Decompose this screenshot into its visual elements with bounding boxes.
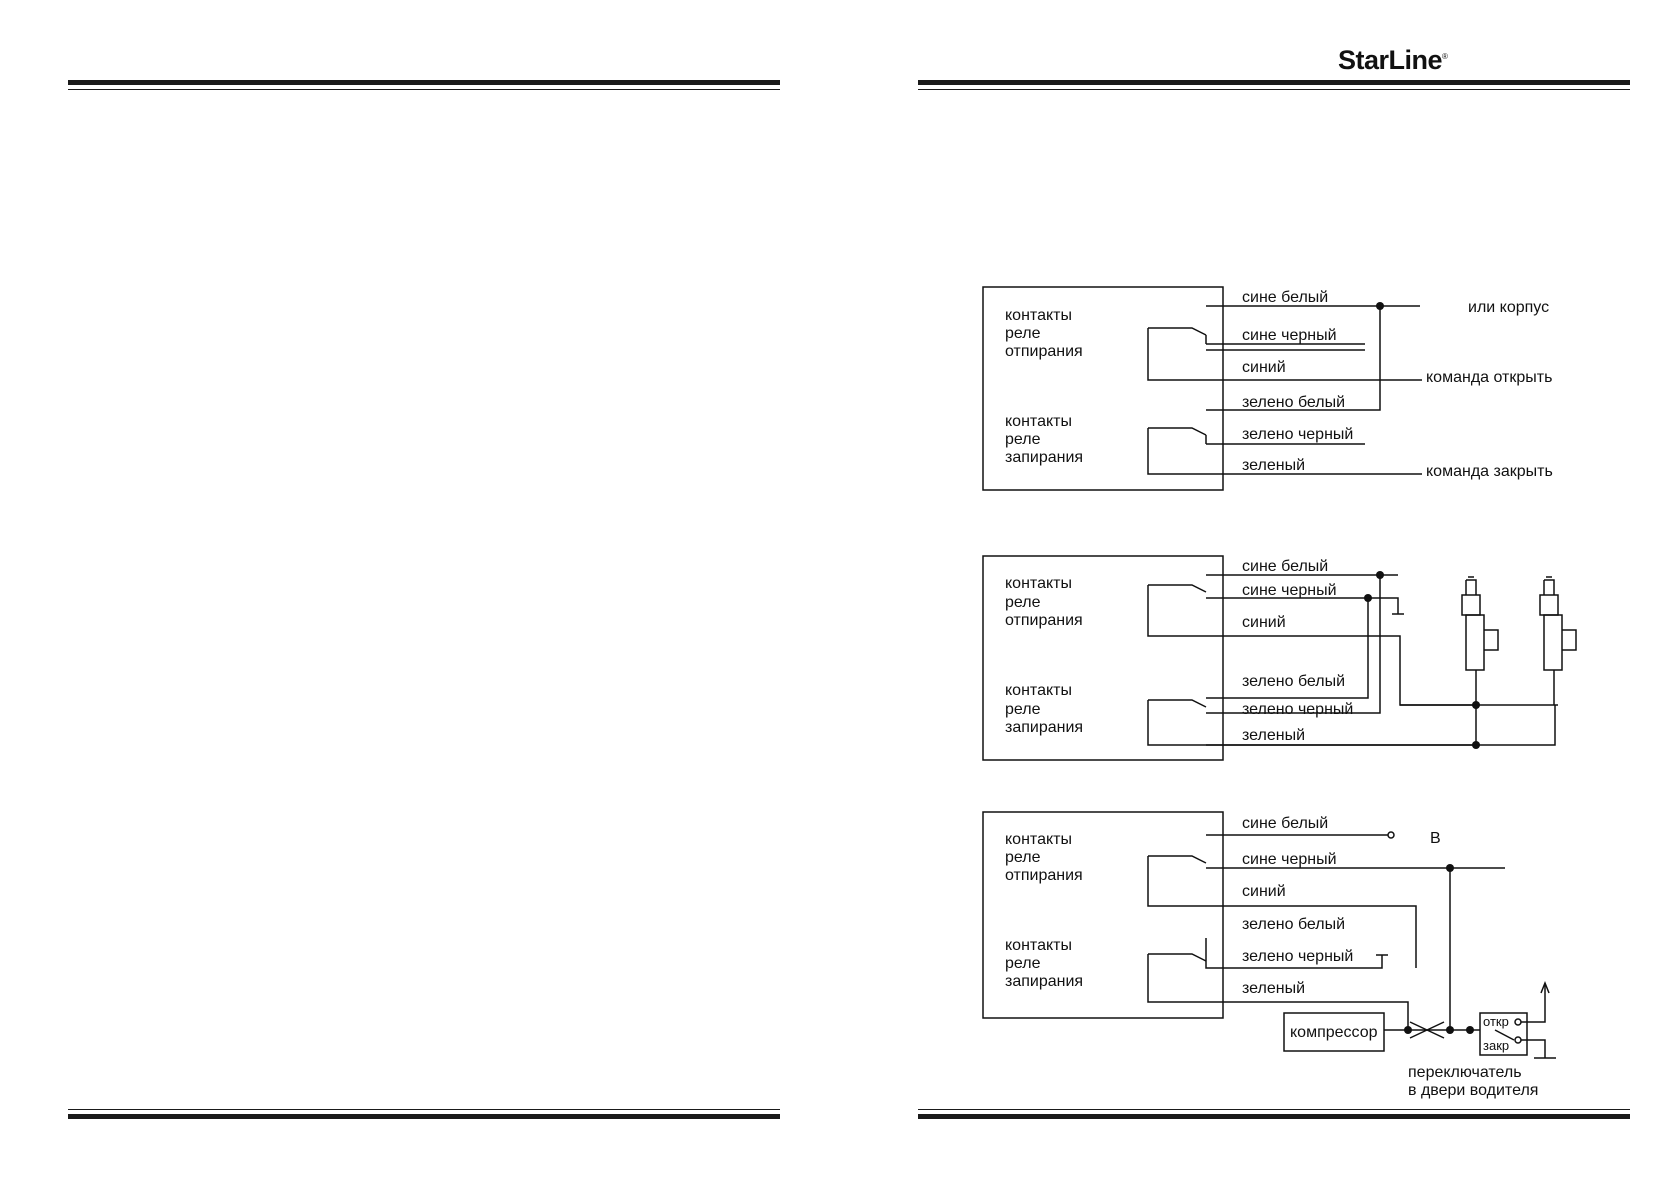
relay-block-2 bbox=[982, 555, 1224, 761]
d2-lock-line1: контакты bbox=[1005, 682, 1072, 699]
d2-lock-line2: реле bbox=[1005, 701, 1041, 718]
d3-lock-line2: реле bbox=[1005, 955, 1041, 972]
left-header-rule bbox=[68, 80, 780, 85]
actuator-1-icon bbox=[1461, 576, 1499, 705]
relay-block-1 bbox=[982, 286, 1224, 491]
right-footer-rule bbox=[918, 1114, 1630, 1119]
diagram-2: контакты реле отпирания контакты реле за… bbox=[982, 555, 1577, 761]
logo-text: StarLine bbox=[1338, 45, 1443, 75]
d2-wire-3: синий bbox=[1242, 614, 1286, 631]
d3-lock-line3: запирания bbox=[1005, 973, 1083, 990]
d2-wire-1: сине белый bbox=[1242, 558, 1328, 575]
relay-block-3 bbox=[982, 811, 1224, 1019]
d1-wire-2: сине черный bbox=[1242, 327, 1337, 344]
d1-unlock-line3: отпирания bbox=[1005, 343, 1083, 360]
d1-lock-line3: запирания bbox=[1005, 449, 1083, 466]
d3-unlock-line2: реле bbox=[1005, 849, 1041, 866]
d3-wire-1: сине белый bbox=[1242, 815, 1328, 832]
d1-wire-5: зелено черный bbox=[1242, 426, 1353, 443]
d1-unlock-line2: реле bbox=[1005, 325, 1041, 342]
d2-wire-5: зелено черный bbox=[1242, 701, 1353, 718]
d3-lock-line1: контакты bbox=[1005, 937, 1072, 954]
d1-wire-6: зеленый bbox=[1242, 457, 1305, 474]
actuator-2-icon bbox=[1539, 576, 1577, 705]
d2-lock-line3: запирания bbox=[1005, 719, 1083, 736]
d1-wire-4: зелено белый bbox=[1242, 394, 1345, 411]
d1-lock-line1: контакты bbox=[1005, 413, 1072, 430]
right-header-rule-thin bbox=[918, 89, 1630, 90]
d1-ground-note: или корпус bbox=[1468, 299, 1549, 316]
d3-unlock-line3: отпирания bbox=[1005, 867, 1083, 884]
d3-unlock-line1: контакты bbox=[1005, 831, 1072, 848]
d3-switch-caption-2: в двери водителя bbox=[1408, 1082, 1538, 1099]
d1-unlock-line1: контакты bbox=[1005, 307, 1072, 324]
d3-compressor: компрессор bbox=[1290, 1024, 1378, 1041]
starline-logo: StarLine® bbox=[1338, 45, 1448, 76]
diagram-1: контакты реле отпирания контакты реле за… bbox=[982, 286, 1553, 491]
door-switch-box bbox=[1479, 1012, 1528, 1056]
d3-wire-5: зелено черный bbox=[1242, 948, 1353, 965]
d3-wire-3: синий bbox=[1242, 883, 1286, 900]
left-footer-rule-thin bbox=[68, 1109, 780, 1110]
d3-arrow-up-icon bbox=[1540, 980, 1550, 994]
d2-unlock-line1: контакты bbox=[1005, 575, 1072, 592]
d1-cmd-open: команда открыть bbox=[1426, 369, 1552, 386]
d2-wire-2: сине черный bbox=[1242, 582, 1337, 599]
diagram-3: контакты реле отпирания контакты реле за… bbox=[982, 811, 1556, 1099]
left-footer-rule bbox=[68, 1114, 780, 1119]
d2-unlock-line3: отпирания bbox=[1005, 612, 1083, 629]
logo-mark: ® bbox=[1442, 52, 1448, 61]
left-header-rule-thin bbox=[68, 89, 780, 90]
d2-unlock-line2: реле bbox=[1005, 594, 1041, 611]
right-footer-rule-thin bbox=[918, 1109, 1630, 1110]
d3-wire-4: зелено белый bbox=[1242, 916, 1345, 933]
d1-wire-3: синий bbox=[1242, 359, 1286, 376]
d3-wire-2: сине черный bbox=[1242, 851, 1337, 868]
d2-wire-6: зеленый bbox=[1242, 727, 1305, 744]
compressor-box bbox=[1283, 1012, 1385, 1052]
d2-wire-4: зелено белый bbox=[1242, 673, 1345, 690]
d3-wire-6: зеленый bbox=[1242, 980, 1305, 997]
d3-switch-caption-1: переключатель bbox=[1408, 1064, 1522, 1081]
d1-cmd-close: команда закрыть bbox=[1426, 463, 1553, 480]
right-header-rule bbox=[918, 80, 1630, 85]
d3-terminal-b: В bbox=[1430, 830, 1441, 847]
d3-switch-close: закр bbox=[1483, 1038, 1509, 1053]
d1-wire-1: сине белый bbox=[1242, 289, 1328, 306]
d1-lock-line2: реле bbox=[1005, 431, 1041, 448]
d3-switch-open: откр bbox=[1483, 1014, 1509, 1029]
